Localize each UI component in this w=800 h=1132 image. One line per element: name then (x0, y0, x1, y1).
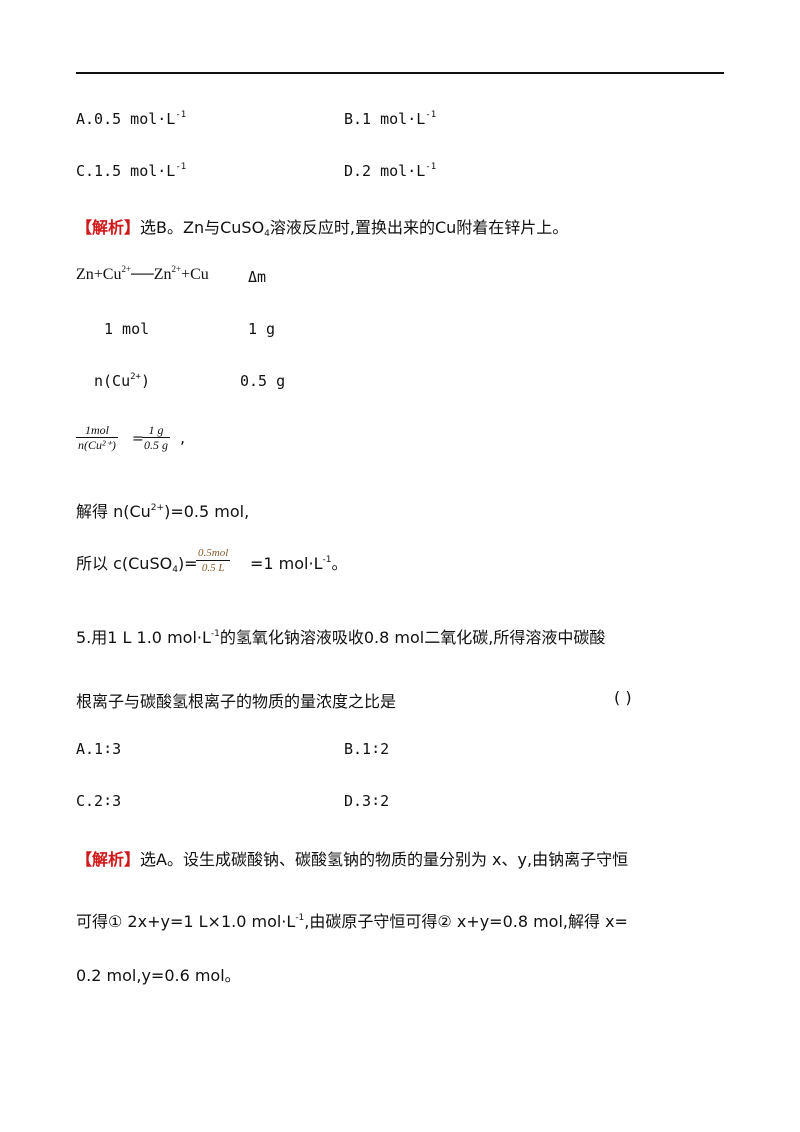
option-a: A.0.5 mol·L-1 (76, 110, 187, 128)
concentration-result: =1 mol·L-1。 (250, 554, 348, 573)
stoich-row2-left: n(Cu2+) (94, 372, 150, 390)
analysis-tag: 【解析】 (76, 218, 141, 237)
stoich-row1-right: 1 g (248, 320, 276, 338)
q5-analysis-line1: 【解析】选A。设生成碳酸钠、碳酸氢钠的物质的量分别为 x、y,由钠离子守恒 (76, 850, 629, 869)
answer-blank: ( ) (614, 688, 632, 707)
delta-m: Δm (248, 268, 267, 286)
q5-analysis-line2: 可得① 2x+y=1 L×1.0 mol·L-1,由碳原子守恒可得② x+y=0… (76, 912, 628, 931)
option-b: B.1 mol·L-1 (344, 110, 437, 128)
q5-stem-line2: 根离子与碳酸氢根离子的物质的量浓度之比是 (76, 692, 397, 711)
stoich-row2-right: 0.5 g (240, 372, 286, 390)
equals-sign: = (132, 431, 144, 447)
q4-analysis: 【解析】选B。Zn与CuSO4溶液反应时,置换出来的Cu附着在锌片上。 (76, 218, 569, 239)
q5-option-b: B.1∶2 (344, 740, 390, 758)
fraction-comma: , (180, 428, 186, 447)
option-c: C.1.5 mol·L-1 (76, 162, 187, 180)
q5-analysis-line3: 0.2 mol,y=0.6 mol。 (76, 966, 241, 985)
concentration-line: 所以 c(CuSO4)= (76, 554, 198, 575)
solve-line: 解得 n(Cu2+)=0.5 mol, (76, 502, 250, 521)
q5-option-c: C.2∶3 (76, 792, 122, 810)
analysis-tag: 【解析】 (76, 850, 141, 869)
q5-stem-line1: 5.用1 L 1.0 mol·L-1的氢氧化钠溶液吸收0.8 mol二氧化碳,所… (76, 628, 606, 647)
reaction-equation: Zn+Cu2+──Zn2++Cu (76, 264, 209, 284)
header-rule (76, 72, 724, 74)
q5-option-a: A.1∶3 (76, 740, 122, 758)
q5-option-d: D.3∶2 (344, 792, 390, 810)
stoich-row1-left: 1 mol (104, 320, 150, 338)
option-d: D.2 mol·L-1 (344, 162, 437, 180)
